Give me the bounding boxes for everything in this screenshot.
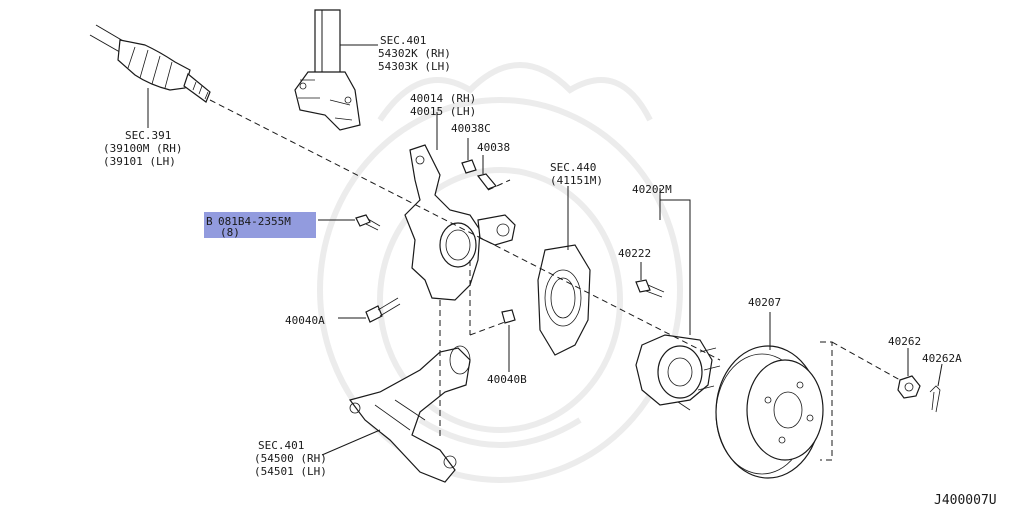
label-sec440-l2[interactable]: (41151M) [550,174,603,187]
label-40222[interactable]: 40222 [618,247,651,260]
label-knuckle-l2[interactable]: 40015 (LH) [410,105,476,118]
label-sec440-l1[interactable]: SEC.440 [550,161,596,174]
label-40038c[interactable]: 40038C [451,122,491,135]
splash-shield[interactable] [537,186,591,356]
label-40040a[interactable]: 40040A [285,314,325,327]
label-sec391-l3[interactable]: (39101 (LH) [103,155,176,168]
label-knuckle-l1[interactable]: 40014 (RH) [410,92,476,105]
diagram-id: J400007U [934,493,997,508]
label-sec401-arm-l1[interactable]: SEC.401 [258,439,304,452]
label-sec401-strut-l2[interactable]: 54302K (RH) [378,47,451,60]
label-081b4[interactable]: 081B4-2355M [218,215,291,228]
lock-nut-40262[interactable] [897,348,921,399]
label-sec401-arm-l3[interactable]: (54501 (LH) [254,465,327,478]
watermark-emblem [317,62,683,483]
label-081b4-qty[interactable]: (8) [220,226,240,239]
label-sec391-l1[interactable]: SEC.391 [125,129,171,142]
label-40262[interactable]: 40262 [888,335,921,348]
strut-assembly[interactable] [294,9,378,131]
wheel-hub[interactable] [635,188,721,411]
bolt-081b4[interactable] [318,214,381,231]
labels: SEC.401 54302K (RH) 54303K (LH) SEC.391 … [103,34,997,508]
brake-rotor[interactable] [715,312,824,479]
symbol-081b4[interactable]: B [206,215,213,228]
drive-shaft[interactable] [89,24,211,128]
label-sec401-arm-l2[interactable]: (54500 (RH) [254,452,327,465]
label-40262a[interactable]: 40262A [922,352,962,365]
hub-bolt-40222[interactable] [635,262,665,298]
label-sec401-strut-l3[interactable]: 54303K (LH) [378,60,451,73]
label-40038[interactable]: 40038 [477,141,510,154]
nut-40038c[interactable] [461,138,477,174]
steering-knuckle[interactable] [404,112,516,301]
label-sec401-strut-l1[interactable]: SEC.401 [380,34,426,47]
bolt-40040a[interactable] [338,297,401,323]
cotter-pin-40262a[interactable] [929,363,943,413]
assembly-lines [209,99,901,461]
bolt-40038[interactable] [476,155,498,190]
label-sec391-l2[interactable]: (39100M (RH) [103,142,182,155]
label-40040b[interactable]: 40040B [487,373,527,386]
label-40207[interactable]: 40207 [748,296,781,309]
highlight-081b4 [204,212,316,238]
nut-40040b[interactable] [501,309,516,372]
label-40202m[interactable]: 40202M [632,183,672,196]
